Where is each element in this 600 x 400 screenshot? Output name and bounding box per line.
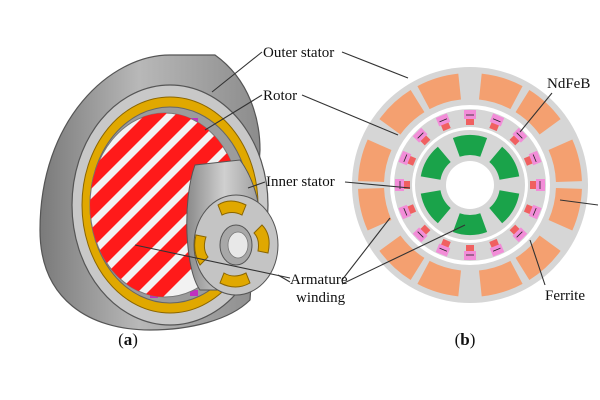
outer-winding-coil [548, 139, 582, 182]
ndfeb-magnet [464, 251, 476, 260]
rotor-magnet-pair [435, 113, 451, 132]
rotor-magnet-pair [464, 110, 476, 125]
magnetization-arrow [516, 132, 523, 139]
outer-winding-coil [478, 260, 523, 297]
rotor-magnet-pair [435, 238, 451, 257]
ndfeb-magnet [412, 227, 428, 243]
ndfeb-magnet [398, 204, 412, 220]
rotor-magnet-pair [395, 179, 410, 191]
outer-winding-coil [379, 90, 425, 135]
outer-winding-coil [515, 90, 561, 135]
rotor-magnet-pair [398, 204, 417, 220]
rotor-magnet-pair [530, 179, 545, 191]
magnetization-arrow [439, 247, 448, 252]
ferrite-magnet [509, 135, 520, 146]
ndfeb-magnet [489, 243, 505, 257]
ferrite-magnet [530, 181, 536, 189]
magnetization-arrow [492, 247, 501, 252]
ndfeb-magnet [412, 127, 428, 143]
inner-winding-coil [489, 190, 520, 224]
ndfeb-magnet [395, 179, 404, 191]
magnetization-arrow [417, 231, 424, 238]
ndfeb-magnet [528, 204, 542, 220]
caption-b: (b) [455, 330, 476, 349]
ferrite-magnet [407, 156, 417, 166]
inner-winding-coil [452, 135, 488, 157]
ndfeb-magnet [398, 150, 412, 166]
label-rotor: Rotor [263, 88, 297, 104]
rotor-magnet-pair [489, 238, 505, 257]
ndfeb-magnet [512, 227, 528, 243]
rotor-magnet-pair [509, 224, 528, 243]
rotor-magnet-pair [489, 113, 505, 132]
rotor-magnet-pair [523, 150, 542, 166]
ferrite-magnet [420, 224, 431, 235]
ndfeb-magnet [435, 113, 451, 127]
outer-winding-coil [515, 235, 561, 280]
magnetization-arrow [417, 132, 424, 139]
ndfeb-magnet [464, 110, 476, 119]
outer-winding-coil [417, 260, 462, 297]
outer-winding-coil [379, 235, 425, 280]
ferrite-magnet [441, 238, 451, 248]
ferrite-magnet [404, 181, 410, 189]
ferrite-magnet [407, 204, 417, 214]
rotor-magnets [395, 110, 545, 260]
magnetization-arrow [403, 154, 408, 163]
ndfeb-magnet [489, 113, 505, 127]
label-ferrite: Ferrite [545, 288, 585, 304]
ferrite-magnet [420, 135, 431, 146]
label-inner-stator: Inner stator [266, 174, 335, 190]
outer-stator-windings [358, 73, 582, 297]
magnetization-arrow [532, 154, 537, 163]
outer-winding-coil [358, 139, 392, 182]
inner-winding-coil [420, 146, 451, 180]
shaft-bore [446, 161, 494, 209]
ferrite-magnet [509, 224, 520, 235]
label-armature: Armature [290, 272, 348, 288]
magnetization-arrow [439, 118, 448, 123]
ferrite-magnet [523, 156, 533, 166]
rotor-magnet-pair [398, 150, 417, 166]
inner-winding-coil [420, 190, 451, 224]
label-winding: winding [296, 290, 346, 306]
caption-a: (a) [118, 330, 138, 349]
ferrite-magnet [489, 238, 499, 248]
outer-winding-coil [417, 73, 462, 110]
inner-stator-windings [420, 135, 520, 235]
rotor-magnet-pair [523, 204, 542, 220]
magnetization-arrow [403, 207, 408, 216]
ndfeb-magnet [528, 150, 542, 166]
inner-windings-3d [194, 200, 270, 288]
panel-a-illustration [39, 54, 279, 331]
magnetization-arrow [532, 207, 537, 216]
ferrite-magnet [466, 245, 474, 251]
outer-winding-coil [548, 188, 582, 231]
outer-winding-coil [358, 188, 392, 231]
rotor-magnet-pair [509, 127, 528, 146]
ndfeb-magnet [435, 243, 451, 257]
label-ndfeb: NdFeB [547, 76, 590, 92]
ferrite-magnet [489, 122, 499, 132]
magnetization-arrow [516, 231, 523, 238]
ndfeb-magnet [536, 179, 545, 191]
inner-winding-coil [489, 146, 520, 180]
ferrite-magnet [441, 122, 451, 132]
label-outer-stator: Outer stator [263, 45, 334, 61]
ferrite-magnet [523, 204, 533, 214]
ndfeb-magnet [512, 127, 528, 143]
outer-winding-coil [478, 73, 523, 110]
panel-b-cross-section [352, 67, 588, 303]
rotor-magnet-pair [412, 127, 431, 146]
inner-winding-coil [452, 213, 488, 235]
magnetization-arrow [492, 118, 501, 123]
rotor-magnet-pair [412, 224, 431, 243]
ferrite-magnet [466, 119, 474, 125]
leader-lines [134, 51, 599, 286]
rotor-magnet-pair [464, 245, 476, 260]
